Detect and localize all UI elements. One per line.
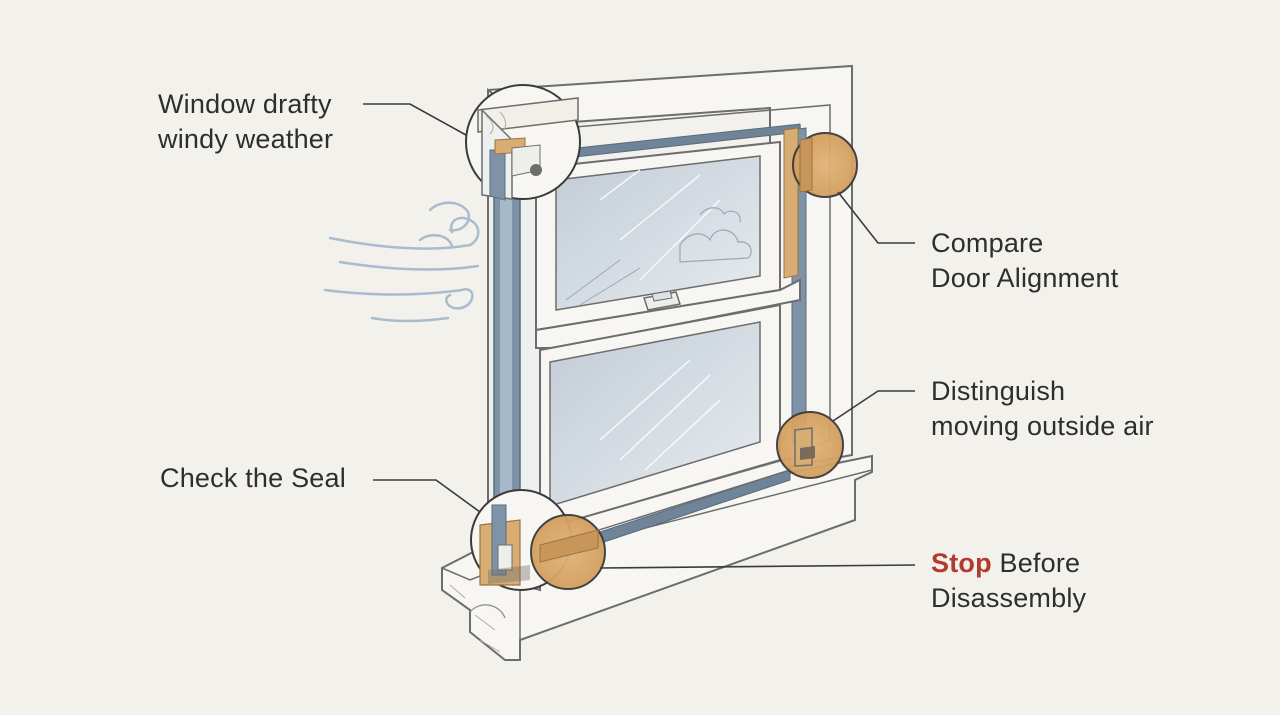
wind-icon: [323, 201, 480, 323]
label-compare-alignment: Compare Door Alignment: [931, 226, 1118, 296]
label-compare-line1: Compare: [931, 228, 1044, 258]
label-stop-line1: Stop Before: [931, 546, 1086, 581]
detail-circle-bottom-center: [530, 514, 606, 590]
sash-lock-icon: [643, 290, 681, 311]
callout-line-distinguish: [832, 390, 915, 422]
callout-line-drafty: [363, 103, 467, 136]
label-stop-rest: Before: [991, 548, 1081, 578]
upper-sash: [535, 140, 801, 349]
label-stop-disassembly: Stop Before Disassembly: [931, 546, 1086, 616]
lower-sash: [538, 303, 791, 547]
callout-line-stop: [599, 564, 916, 569]
label-distinguish-line2: moving outside air: [931, 411, 1154, 441]
detail-circle-right-bottom: [776, 411, 844, 479]
callout-line-seal: [373, 479, 481, 513]
label-distinguish-line1: Distinguish: [931, 376, 1066, 406]
label-compare-line2: Door Alignment: [931, 263, 1119, 293]
label-window-drafty-line1: Window drafty: [158, 89, 332, 119]
callout-line-compare: [837, 191, 915, 244]
label-window-drafty: Window drafty windy weather: [158, 87, 333, 157]
detail-circle-right-top: [792, 132, 858, 198]
label-check-seal: Check the Seal: [160, 461, 346, 496]
detail-circle-top-left: [465, 84, 581, 201]
label-distinguish-air: Distinguish moving outside air: [931, 374, 1154, 444]
callout-lines: [363, 103, 916, 569]
label-check-seal-line1: Check the Seal: [160, 463, 346, 493]
label-window-drafty-line2: windy weather: [158, 124, 334, 154]
label-stop-highlight: Stop: [931, 548, 992, 578]
label-stop-line2: Disassembly: [931, 583, 1087, 613]
